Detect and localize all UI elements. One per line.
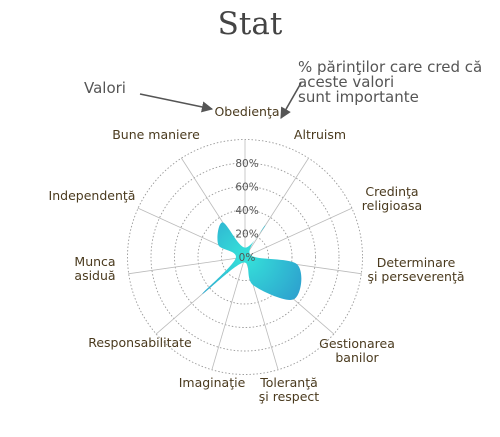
radial-tick-labels: 0% 20% 40% 60% 80%	[235, 158, 258, 264]
annotation-valori: Valori	[84, 79, 214, 113]
category-label: Independenţă	[49, 188, 136, 203]
category-label: Bune maniere	[112, 127, 200, 142]
spoke	[128, 256, 246, 275]
tick-label: 20%	[235, 229, 258, 241]
radar-series	[202, 222, 302, 300]
tick-label: 60%	[235, 182, 258, 194]
spoke	[244, 207, 353, 258]
tick-label: 80%	[235, 158, 258, 170]
spoke	[244, 157, 310, 258]
series-area	[202, 222, 302, 300]
category-label: Altruism	[294, 127, 346, 142]
category-label: Obedienţa	[214, 104, 279, 119]
chart-title: Stat	[218, 6, 283, 42]
category-label: Imaginaţie	[179, 375, 246, 390]
spoke	[211, 256, 246, 371]
category-label: Responsabilitate	[88, 335, 192, 350]
grid-ring	[221, 233, 269, 281]
annotation-valori-text: Valori	[84, 79, 126, 97]
tick-label: 0%	[239, 252, 256, 264]
tick-label: 40%	[235, 205, 258, 217]
annotation-valori-arrow	[139, 93, 214, 113]
annotation-percent-arrow	[280, 82, 302, 119]
grid-ring	[174, 186, 316, 328]
